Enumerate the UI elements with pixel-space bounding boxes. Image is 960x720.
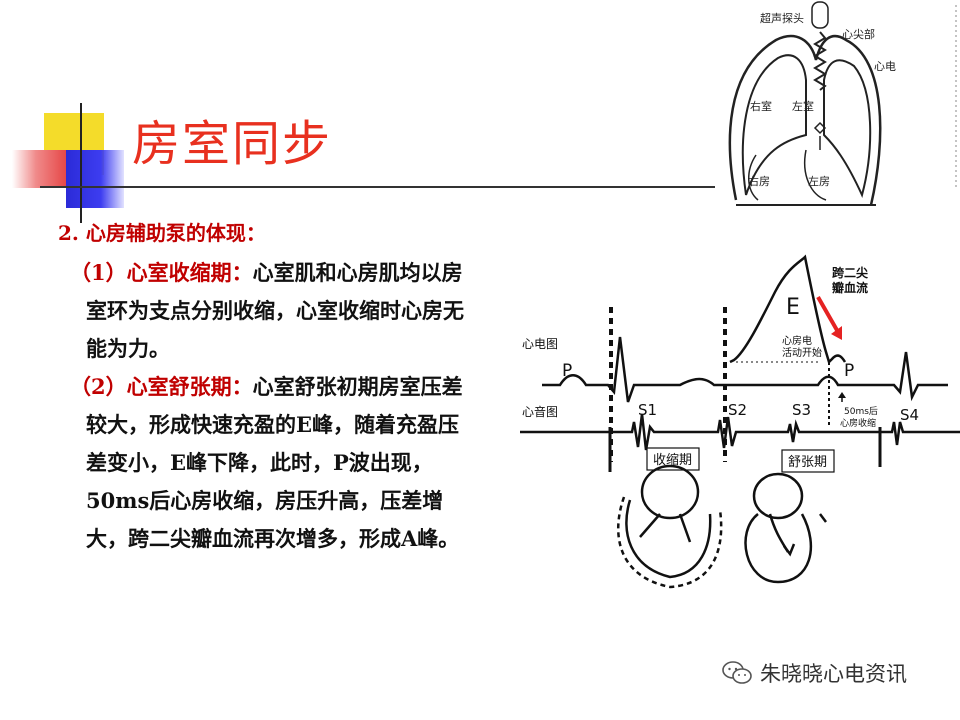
- decor-red-bar: [12, 150, 72, 188]
- diastole-box: [781, 449, 835, 473]
- label-lv: 左室: [792, 99, 814, 113]
- label-p-wave-1: P: [562, 361, 572, 381]
- label-s2: S2: [728, 401, 747, 419]
- paragraph-lead: （1）心室收缩期：: [70, 260, 253, 285]
- label-systole: 收缩期: [653, 452, 692, 468]
- label-rv: 右室: [750, 99, 772, 113]
- label-atrial-activity-2: 活动开始: [782, 346, 822, 359]
- watermark: 朱晓晓心电资讯: [722, 656, 907, 690]
- decor-vertical-line: [80, 103, 82, 223]
- label-pcg-trace: 心音图: [522, 404, 558, 419]
- label-atrial-activity-1: 心房电: [782, 334, 812, 347]
- paragraph-lead: （2）心室舒张期：: [70, 374, 253, 399]
- label-s4: S4: [900, 406, 919, 424]
- label-diastole: 舒张期: [788, 455, 827, 470]
- label-delay-2: 心房收缩: [840, 417, 876, 429]
- paragraph-systole: （1）心室收缩期：心室肌和心房肌均以房室环为支点分别收缩，心室收缩时心房无能为力…: [58, 254, 478, 368]
- watermark-text: 朱晓晓心电资讯: [760, 662, 907, 686]
- probe-icon: [811, 1, 829, 29]
- slide-title: 房室同步: [132, 116, 333, 172]
- title-underline: [40, 186, 715, 188]
- label-ecg: 心电: [874, 60, 896, 73]
- label-ra: 右房: [748, 174, 770, 188]
- label-probe: 超声探头: [760, 11, 804, 25]
- label-p-wave-2: P: [844, 361, 854, 381]
- wechat-icon: [722, 661, 752, 684]
- pcg-trace: [520, 413, 960, 451]
- systolic-heart-sketch: [617, 464, 723, 589]
- section-heading: 2. 心房辅助泵的体现：: [58, 221, 266, 245]
- ecg-trace: [542, 336, 948, 403]
- heart-illustration: 超声探头 心尖部 心电 右室 左室 右房 左房: [728, 1, 957, 206]
- paragraph-body: 心室肌和心房肌均以房室环为支点分别收缩，心室收缩时心房无能为力。: [86, 260, 464, 361]
- arrow-icon: [816, 296, 840, 333]
- label-mitral-flow-2: 瓣血流: [832, 280, 868, 295]
- slide-content: 2. 心房辅助泵的体现： （1）心室收缩期：心室肌和心房肌均以房室环为支点分别收…: [58, 214, 478, 558]
- mitral-flow-curve: [729, 254, 847, 365]
- label-s3: S3: [792, 401, 811, 419]
- label-e-peak: E: [786, 295, 800, 320]
- systole-box: [646, 447, 700, 471]
- cardiac-cycle-diagram: 心电图 心音图 P P E 跨二尖 瓣血流 心房电 活动开始 50ms后 心房收…: [520, 254, 960, 589]
- label-s1: S1: [638, 401, 657, 419]
- diastolic-heart-sketch: [744, 472, 827, 584]
- paragraph-body: 心室舒张初期房室压差较大，形成快速充盈的E峰，随着充盈压差变小，E峰下降，此时，…: [86, 374, 463, 551]
- label-delay-1: 50ms后: [844, 406, 878, 417]
- label-la: 左房: [808, 175, 830, 188]
- label-ecg-trace: 心电图: [522, 337, 558, 351]
- paragraph-diastole: （2）心室舒张期：心室舒张初期房室压差较大，形成快速充盈的E峰，随着充盈压差变小…: [58, 368, 478, 558]
- decor-blue-square: [66, 150, 124, 208]
- label-mitral-flow-1: 跨二尖: [832, 265, 868, 280]
- label-apex: 心尖部: [842, 27, 875, 41]
